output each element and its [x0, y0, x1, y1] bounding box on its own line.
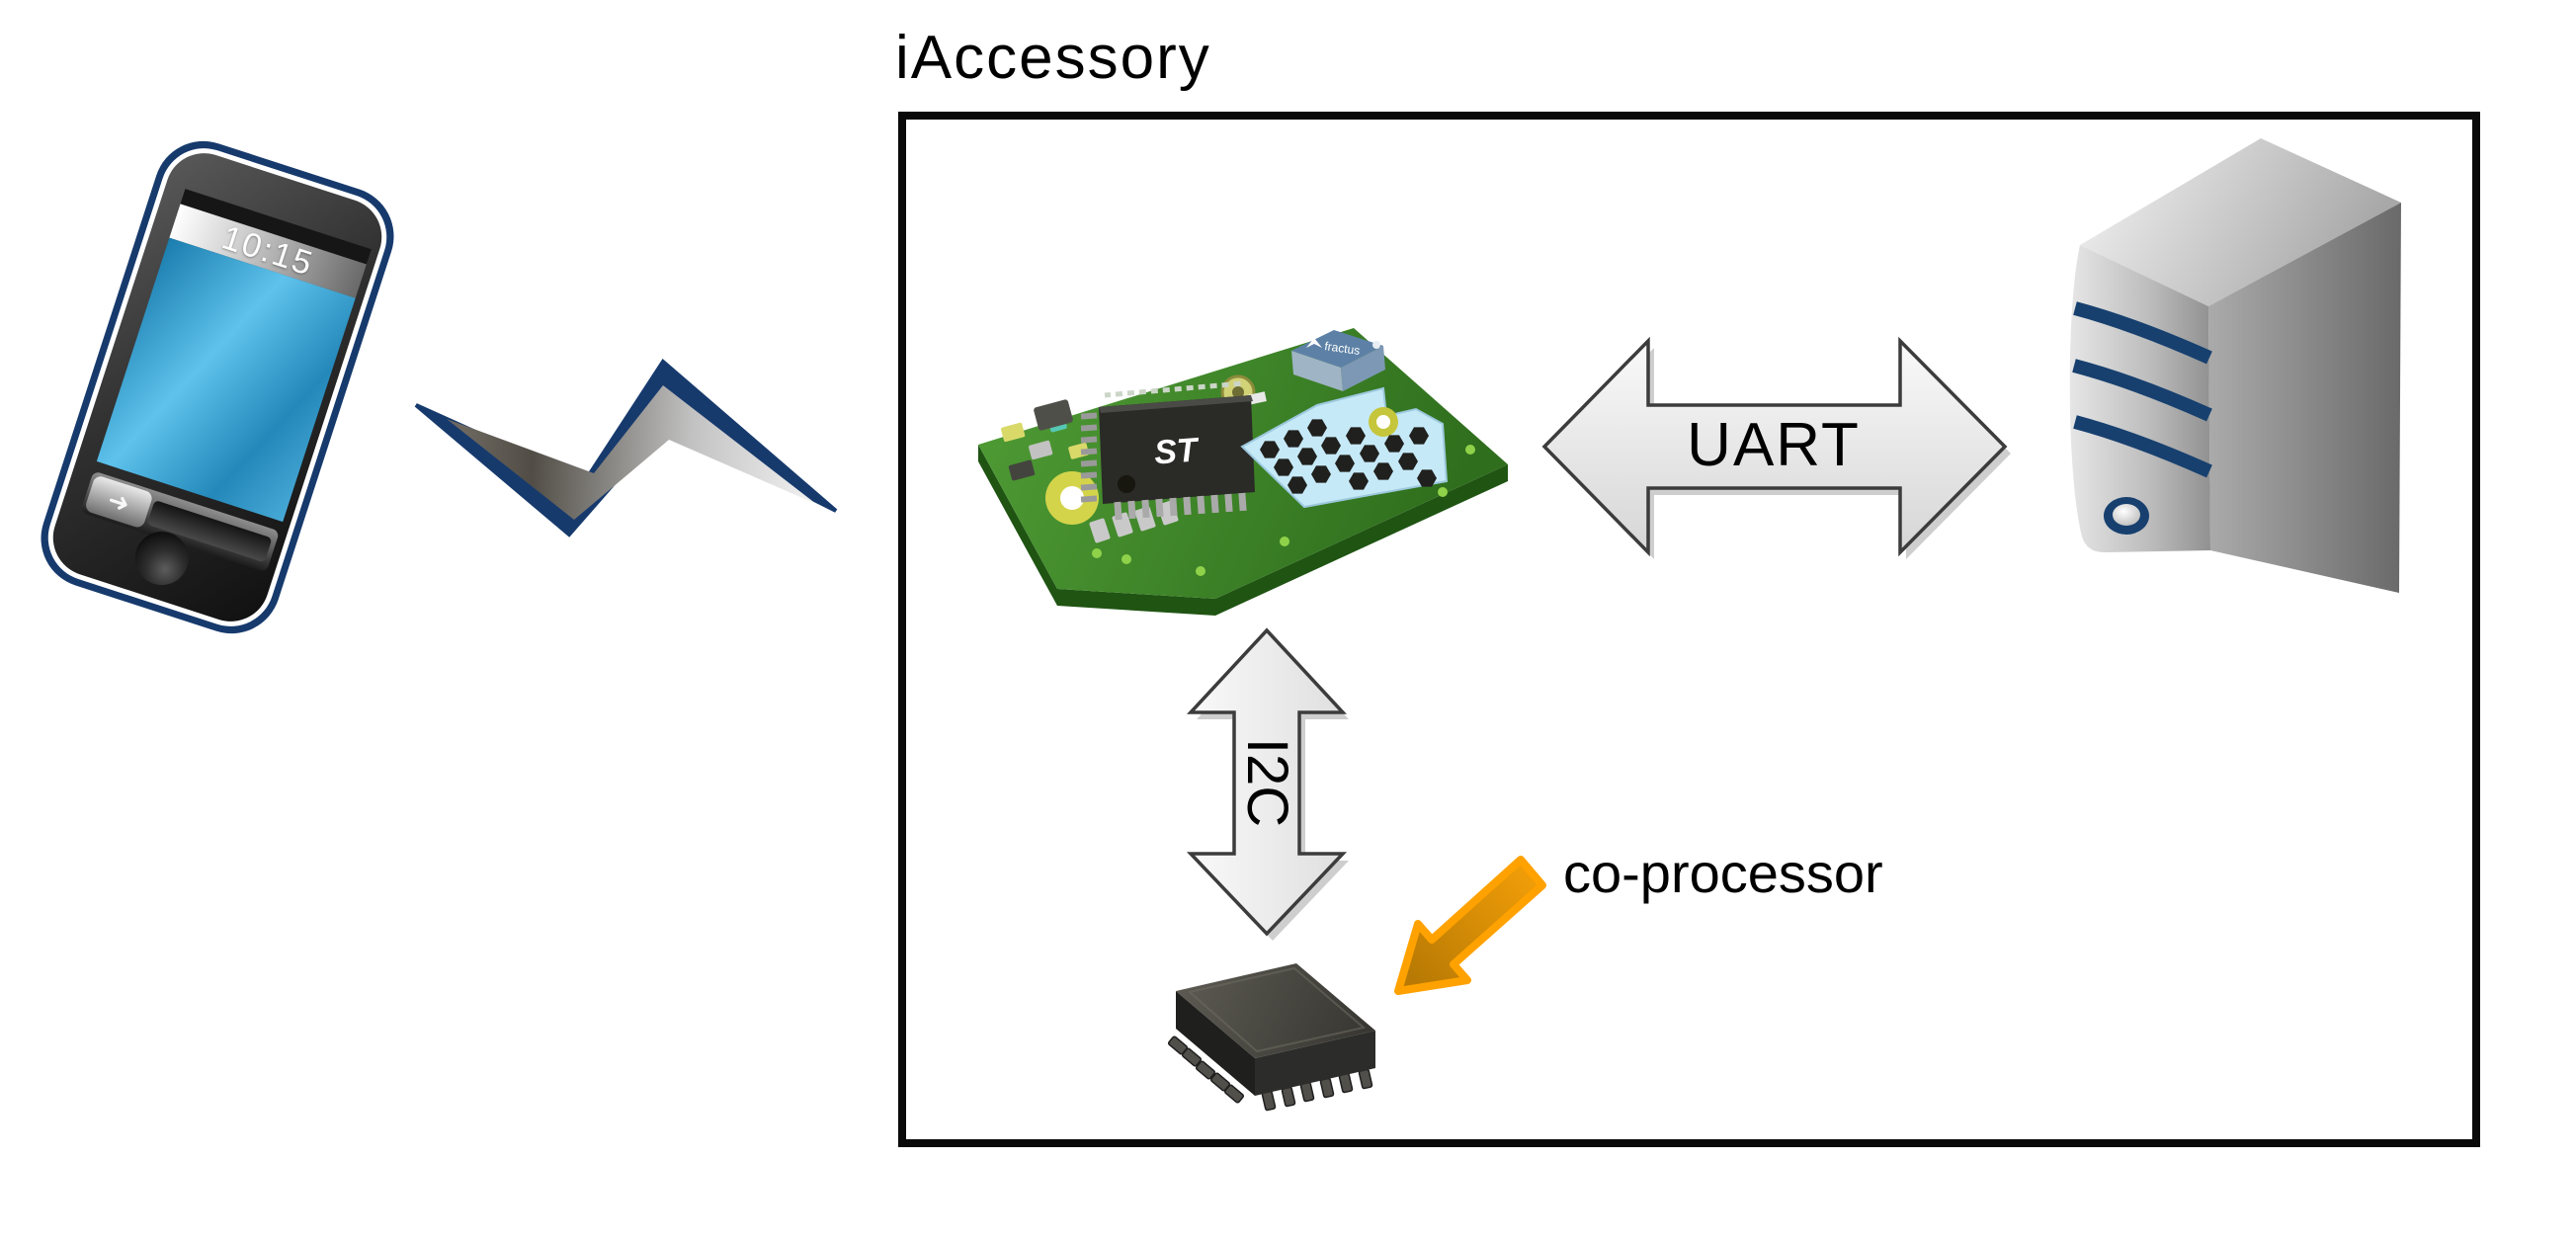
pcb-antenna-module: fractus [1291, 330, 1385, 391]
i2c-label: I2C [1235, 737, 1299, 828]
mcu-pins-bottom [1114, 492, 1247, 521]
pcb-rf-shield-module [1240, 386, 1449, 509]
chip-top-face [1176, 963, 1375, 1058]
iaccessory-box [898, 112, 2480, 1147]
server-top-face [2080, 138, 2401, 306]
uart-arrow [1541, 336, 2011, 559]
slider-button: ➜ [83, 474, 154, 530]
uart-label: UART [1687, 411, 1861, 479]
coprocessor-chip [1167, 963, 1375, 1112]
mcu-pins-left [1080, 412, 1098, 503]
chip-pins-left [1167, 1036, 1245, 1104]
i2c-arrow [1186, 627, 1349, 941]
st-logo: ST [1153, 431, 1202, 471]
chip-top-bevel [1187, 966, 1367, 1053]
server-stripes [2072, 301, 2212, 478]
pcb-passives [1001, 363, 1475, 576]
server-power-button [2104, 497, 2149, 535]
diagram-title: iAccessory [895, 24, 1211, 92]
pcb-module: ST [978, 328, 1508, 616]
server-tower [2069, 138, 2401, 593]
chip-front-right [1255, 1031, 1375, 1096]
coprocessor-label: co-processor [1563, 842, 1883, 904]
chip-front-left [1176, 991, 1255, 1096]
antenna-brand-label: fractus [1324, 339, 1362, 358]
right-arrow-icon: ➜ [104, 484, 134, 520]
pcb-mcu-chip: ST [1080, 380, 1255, 521]
server-side-face [2208, 203, 2401, 593]
wireless-link-icon [414, 358, 838, 538]
coprocessor-pointer-arrow [1394, 856, 1546, 995]
